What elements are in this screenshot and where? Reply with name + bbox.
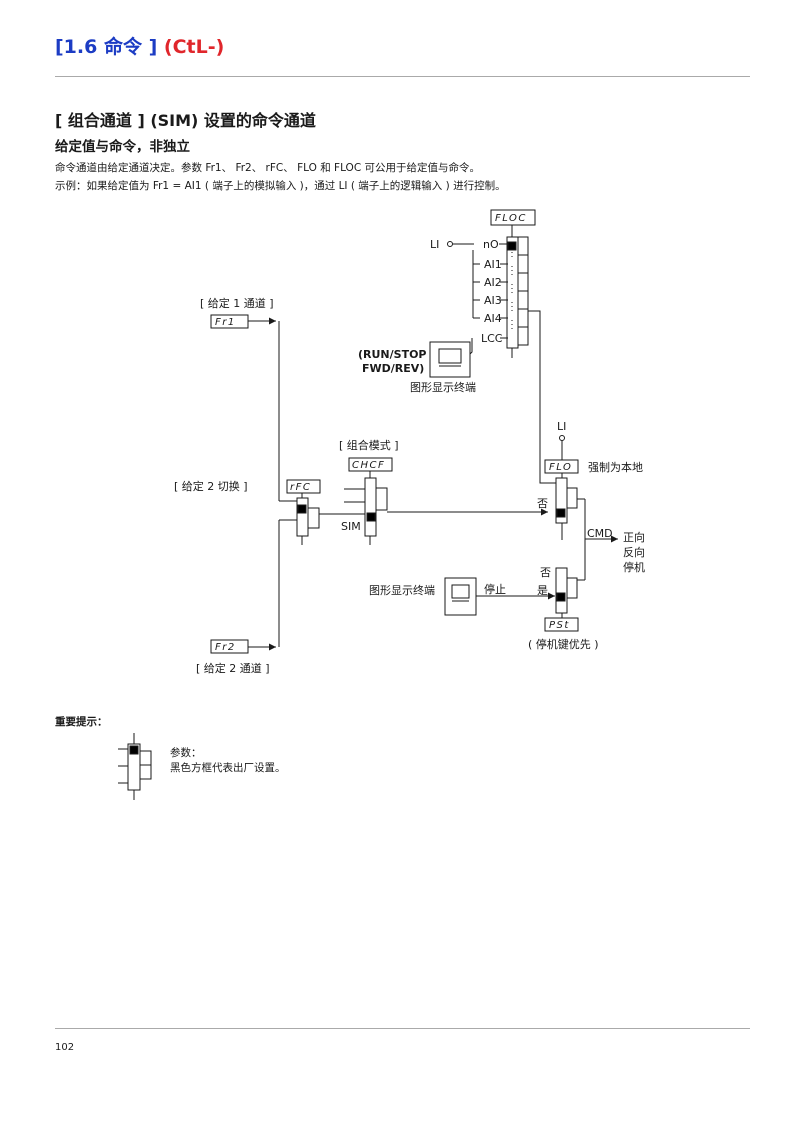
page-number: 102 xyxy=(55,1042,75,1053)
header-rule xyxy=(55,76,750,77)
rfc-code-box xyxy=(286,479,321,494)
floc-code: FLOC xyxy=(495,213,527,224)
chcf-label: [ 组合模式 ] xyxy=(339,438,399,452)
paragraph-2: 示例：如果给定值为 Fr1 = AI1 ( 端子上的模拟输入 )，通过 LI (… xyxy=(55,180,506,192)
floc-input-ai3: AI3 xyxy=(484,294,502,307)
output-reverse: 反向 xyxy=(623,545,645,559)
output-forward: 正向 xyxy=(623,530,645,544)
output-stop: 停机 xyxy=(623,560,645,574)
flo-li-label: LI xyxy=(557,420,566,433)
rfc-code: rFC xyxy=(290,482,311,493)
footer-rule xyxy=(55,1028,750,1029)
chcf-selector xyxy=(364,477,377,537)
stop-label: 停止 xyxy=(484,582,506,596)
fr2-label: [ 给定 2 通道 ] xyxy=(196,661,270,675)
floc-input-ai1: AI1 xyxy=(484,258,502,271)
flo-code: FLO xyxy=(549,462,572,473)
fwd-rev-label: FWD/REV) xyxy=(362,362,424,375)
floc-input-ai4: AI4 xyxy=(484,312,502,325)
header-code: (CtL-) xyxy=(163,36,225,58)
terminal-top-icon xyxy=(429,341,471,378)
pst-default-marker xyxy=(556,592,566,602)
pst-selector xyxy=(555,567,568,614)
pst-code: PSt xyxy=(549,620,570,631)
floc-input-ai2: AI2 xyxy=(484,276,502,289)
terminal-top-label: 图形显示终端 xyxy=(410,380,476,394)
paragraph-1: 命令通道由给定通道决定。参数 Fr1、 Fr2、 rFC、 FLO 和 FLOC… xyxy=(55,162,480,174)
rfc-default-marker xyxy=(297,504,307,514)
note-title: 重要提示： xyxy=(55,716,108,728)
chcf-default-marker xyxy=(366,512,376,522)
pst-no-label: 否 xyxy=(540,566,551,579)
flo-no-label: 否 xyxy=(537,497,548,510)
legend-line-2: 黑色方框代表出厂设置。 xyxy=(170,762,286,774)
fr1-code: Fr1 xyxy=(215,317,236,328)
rfc-selector xyxy=(296,497,309,537)
terminal-bottom-label: 图形显示终端 xyxy=(369,583,435,597)
floc-li-label: LI xyxy=(430,238,439,251)
pst-yes-label: 是 xyxy=(537,584,548,597)
chcf-code: CHCF xyxy=(352,460,385,471)
section-title: [ 组合通道 ] (SIM) 设置的命令通道 xyxy=(55,111,316,130)
flo-li-terminal xyxy=(559,435,565,441)
header-section: [1.6 命令 ] xyxy=(55,36,158,58)
floc-default-marker xyxy=(507,241,517,251)
fr1-label: [ 给定 1 通道 ] xyxy=(200,296,274,310)
terminal-bottom-icon xyxy=(444,577,477,616)
flo-default-marker xyxy=(556,508,566,518)
run-stop-label: (RUN/STOP xyxy=(358,348,427,361)
floc-input-no: nO xyxy=(483,238,499,251)
legend-line-1: 参数： xyxy=(170,747,202,759)
page-header: [1.6 命令 ] (CtL-) xyxy=(55,32,224,59)
sim-label: SIM xyxy=(341,520,361,533)
pst-code-box xyxy=(544,617,579,632)
rfc-label: [ 给定 2 切换 ] xyxy=(174,479,248,493)
floc-li-terminal xyxy=(447,241,453,247)
floc-code-box xyxy=(490,209,536,226)
fr2-code: Fr2 xyxy=(215,642,236,653)
subtitle: 给定值与命令，非独立 xyxy=(55,139,190,155)
cmd-label: CMD xyxy=(587,527,613,540)
forced-local-label: 强制为本地 xyxy=(588,460,643,474)
stop-priority-label: ( 停机键优先 ) xyxy=(528,637,599,651)
legend-default-marker xyxy=(129,745,139,755)
floc-input-lcc: LCC xyxy=(481,332,503,345)
